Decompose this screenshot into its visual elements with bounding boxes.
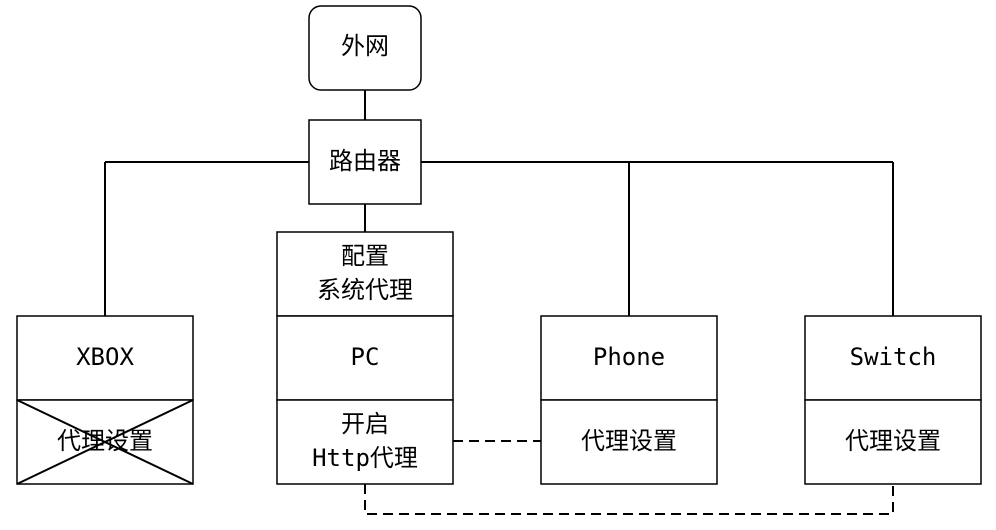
switch-node: Switch 代理设置 (804, 315, 982, 485)
pc-config-line2: 系统代理 (317, 276, 413, 304)
pc-node: 配置 系统代理 PC 开启 Http代理 (276, 231, 454, 485)
phone-proxy-label: 代理设置 (581, 427, 677, 455)
switch-proxy-label: 代理设置 (845, 427, 941, 455)
pc-proxy-box (276, 399, 454, 485)
xbox-node: XBOX 代理设置 (16, 315, 194, 485)
pc-proxy-line2: Http代理 (312, 444, 418, 472)
pc-label: PC (351, 343, 380, 371)
phone-proxy-box (540, 399, 718, 485)
phone-node: Phone 代理设置 (540, 315, 718, 485)
internet-box (308, 5, 422, 91)
xbox-box (16, 315, 194, 401)
switch-label: Switch (850, 343, 937, 371)
pc-box (276, 315, 454, 401)
internet-node: 外网 (308, 5, 422, 91)
pc-switch-proxy-link (364, 484, 894, 515)
router-label: 路由器 (329, 147, 401, 175)
internet-label: 外网 (341, 32, 389, 60)
switch-proxy-box (804, 399, 982, 485)
pc-config-box (276, 231, 454, 317)
router-box (308, 119, 422, 205)
pc-proxy-line1: 开启 (341, 410, 389, 438)
pc-config-line1: 配置 (341, 242, 389, 270)
xbox-label: XBOX (76, 343, 134, 371)
phone-label: Phone (593, 343, 665, 371)
phone-box (540, 315, 718, 401)
xbox-proxy-cross-line-2 (16, 399, 194, 485)
router-node: 路由器 (308, 119, 422, 205)
switch-box (804, 315, 982, 401)
